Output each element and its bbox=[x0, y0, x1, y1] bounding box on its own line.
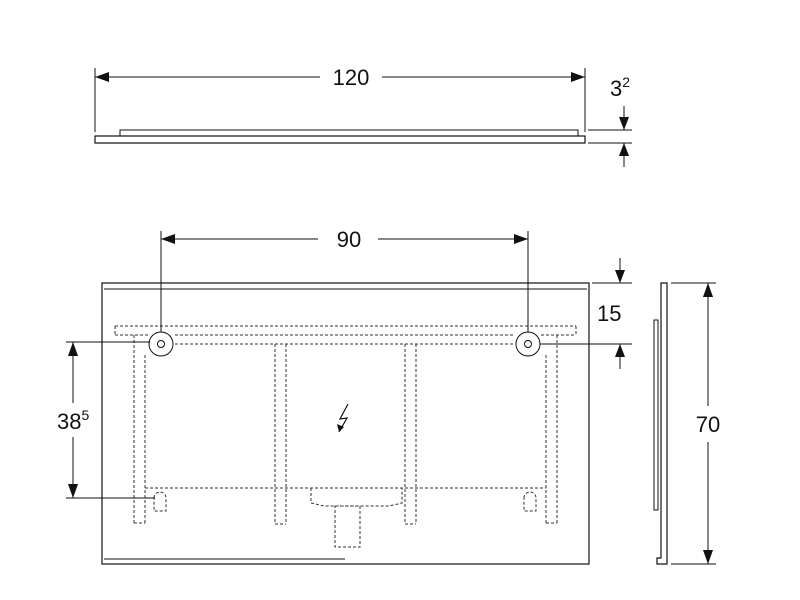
arrow-up-icon bbox=[68, 342, 78, 356]
hidden-frame bbox=[114, 325, 577, 548]
top-offset-label: 15 bbox=[597, 301, 621, 326]
front-view: 90 15 385 bbox=[57, 227, 632, 565]
top-view-panel bbox=[94, 135, 586, 144]
hole-vertical-label: 385 bbox=[57, 407, 89, 434]
mounting-hole-right bbox=[515, 331, 541, 357]
arrow-right-icon bbox=[571, 72, 585, 82]
side-view: 70 bbox=[653, 282, 720, 565]
junction-box bbox=[334, 505, 361, 548]
arrow-down-icon bbox=[615, 270, 625, 283]
side-view-back-plate bbox=[653, 319, 659, 511]
mounting-hole-left bbox=[148, 331, 174, 357]
width-dim-label: 120 bbox=[333, 65, 370, 90]
height-dim-label: 70 bbox=[696, 412, 720, 437]
arrow-left-icon bbox=[95, 72, 109, 82]
side-view-panel bbox=[656, 282, 668, 565]
hole-vertical-dimension: 385 bbox=[57, 341, 155, 499]
top-view-back-plate bbox=[119, 129, 579, 137]
arrow-up-icon bbox=[619, 143, 629, 156]
keyhole-right bbox=[523, 491, 537, 512]
height-dimension: 70 bbox=[671, 282, 720, 565]
arrow-left-icon bbox=[161, 234, 175, 244]
thickness-dim-label: 32 bbox=[610, 74, 630, 101]
keyhole-left bbox=[153, 491, 167, 512]
arrow-up-icon bbox=[703, 283, 713, 297]
hole-spacing-dimension: 90 bbox=[160, 227, 529, 332]
top-offset-dimension: 15 bbox=[540, 258, 632, 369]
arrow-down-icon bbox=[619, 117, 629, 130]
width-dimension: 120 bbox=[94, 65, 586, 132]
arrow-right-icon bbox=[514, 234, 528, 244]
front-view-panel bbox=[101, 282, 590, 565]
top-view: 120 32 bbox=[94, 65, 632, 167]
hole-spacing-label: 90 bbox=[337, 227, 361, 252]
arrow-down-icon bbox=[703, 550, 713, 564]
arrow-down-icon bbox=[68, 484, 78, 498]
lightning-bolt-icon bbox=[337, 403, 349, 433]
thickness-dimension: 32 bbox=[588, 74, 632, 167]
arrow-up-icon bbox=[615, 344, 625, 357]
